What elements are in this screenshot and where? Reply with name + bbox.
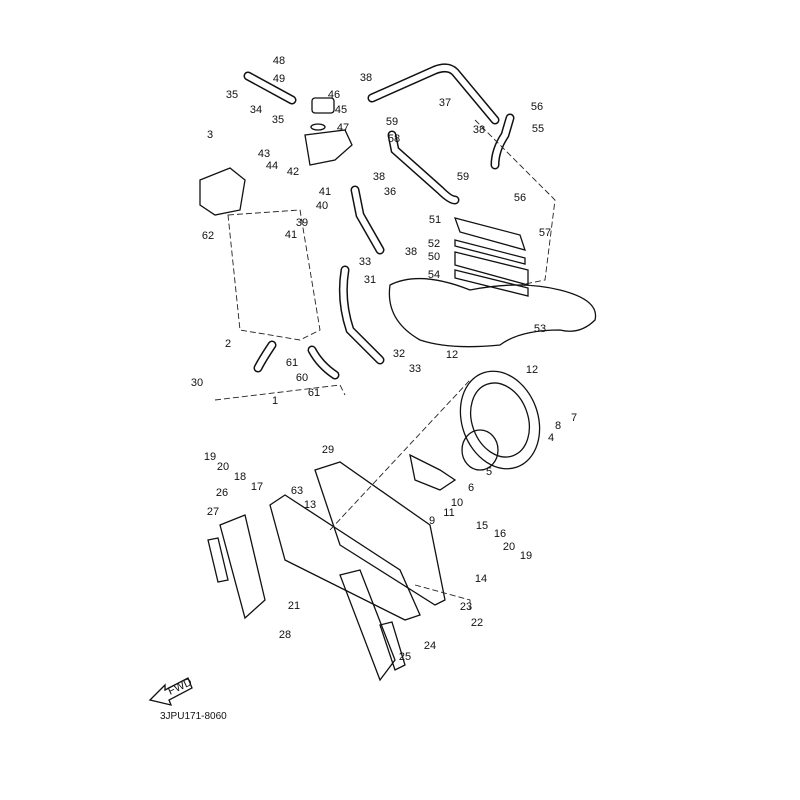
part-label-58: 58 (388, 133, 400, 145)
diagram-code: 3JPU171-8060 (160, 711, 227, 722)
part-label-12: 12 (526, 364, 538, 376)
part-label-49: 49 (273, 73, 285, 85)
part-label-19: 19 (204, 451, 216, 463)
part-label-15: 15 (476, 520, 488, 532)
part-label-45: 45 (335, 104, 347, 116)
part-label-35: 35 (272, 114, 284, 126)
fan-shroud (409, 370, 541, 491)
part-label-33: 33 (359, 256, 371, 268)
cover-62 (199, 167, 246, 216)
part-label-8: 8 (555, 420, 561, 432)
part-label-44: 44 (266, 160, 278, 172)
part-label-59: 59 (457, 171, 469, 183)
part-label-18: 18 (234, 471, 246, 483)
part-label-61: 61 (308, 387, 320, 399)
part-label-38: 38 (473, 124, 485, 136)
part-label-23: 23 (460, 601, 472, 613)
part-label-56: 56 (531, 101, 543, 113)
part-label-41: 41 (319, 186, 331, 198)
part-label-14: 14 (475, 573, 487, 585)
part-label-55: 55 (532, 123, 544, 135)
part-label-38: 38 (373, 171, 385, 183)
part-label-9: 9 (429, 515, 435, 527)
radiator (207, 461, 446, 682)
part-label-1: 1 (272, 395, 278, 407)
part-label-56: 56 (514, 192, 526, 204)
part-label-27: 27 (207, 506, 219, 518)
part-label-62: 62 (202, 230, 214, 242)
part-label-12: 12 (446, 349, 458, 361)
part-label-51: 51 (429, 214, 441, 226)
part-label-34: 34 (250, 104, 262, 116)
part-label-57: 57 (539, 227, 551, 239)
part-label-37: 37 (439, 97, 451, 109)
part-label-41: 41 (285, 229, 297, 241)
part-label-20: 20 (217, 461, 229, 473)
part-label-24: 24 (424, 640, 436, 652)
part-label-19: 19 (520, 550, 532, 562)
part-label-33: 33 (409, 363, 421, 375)
part-label-35: 35 (226, 89, 238, 101)
part-label-22: 22 (471, 617, 483, 629)
part-label-3: 3 (207, 129, 213, 141)
part-label-47: 47 (337, 122, 349, 134)
part-label-28: 28 (279, 629, 291, 641)
part-label-46: 46 (328, 89, 340, 101)
part-label-40: 40 (316, 200, 328, 212)
part-label-59: 59 (386, 116, 398, 128)
part-label-4: 4 (548, 432, 554, 444)
part-label-29: 29 (322, 444, 334, 456)
hoses (243, 63, 515, 380)
part-label-30: 30 (191, 377, 203, 389)
part-label-17: 17 (251, 481, 263, 493)
part-label-53: 53 (534, 323, 546, 335)
part-label-38: 38 (360, 72, 372, 84)
part-label-63: 63 (291, 485, 303, 497)
part-label-60: 60 (296, 372, 308, 384)
part-label-61: 61 (286, 357, 298, 369)
part-label-52: 52 (428, 238, 440, 250)
part-label-10: 10 (451, 497, 463, 509)
part-label-48: 48 (273, 55, 285, 67)
fwd-arrow-icon: FWD (148, 676, 194, 706)
part-label-21: 21 (288, 600, 300, 612)
part-label-7: 7 (571, 412, 577, 424)
part-label-25: 25 (399, 651, 411, 663)
part-label-13: 13 (304, 499, 316, 511)
part-label-11: 11 (443, 507, 454, 519)
part-label-50: 50 (428, 251, 440, 263)
part-label-6: 6 (468, 482, 474, 494)
part-label-20: 20 (503, 541, 515, 553)
part-label-2: 2 (225, 338, 231, 350)
part-label-38: 38 (405, 246, 417, 258)
part-label-43: 43 (258, 148, 270, 160)
part-label-16: 16 (494, 528, 506, 540)
part-label-39: 39 (296, 217, 308, 229)
part-label-31: 31 (364, 274, 376, 286)
part-label-54: 54 (428, 269, 440, 281)
part-label-36: 36 (384, 186, 396, 198)
part-label-42: 42 (287, 166, 299, 178)
leader-lines (214, 379, 471, 610)
part-label-32: 32 (393, 348, 405, 360)
pipe-plates (453, 119, 556, 297)
engine-outline (227, 209, 597, 348)
thermostat-housing (304, 97, 353, 166)
part-label-5: 5 (486, 466, 492, 478)
part-label-26: 26 (216, 487, 228, 499)
